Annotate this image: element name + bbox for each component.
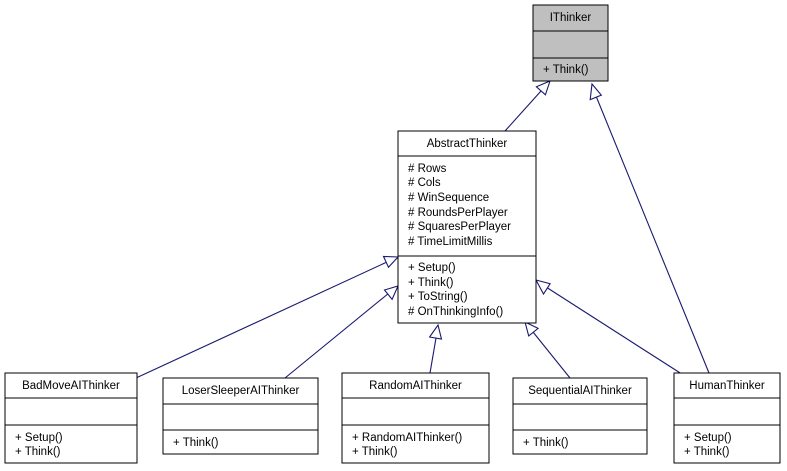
edge-humanthinker-to-ithinker <box>595 95 710 374</box>
class-box-humanthinker[interactable]: HumanThinker + Setup() + Think() <box>673 372 781 464</box>
edge-sequentialaithinker-to-abstractthinker <box>532 331 571 379</box>
attribute-roundsperplayer: # RoundsPerPlayer <box>408 207 508 219</box>
class-box-randomaithinker[interactable]: RandomAIThinker + RandomAIThinker() + Th… <box>341 372 490 464</box>
method-think: + Think() <box>684 446 730 458</box>
inheritance-arrowhead <box>535 80 551 96</box>
method-setup: + Setup() <box>408 262 456 274</box>
inheritance-edges <box>135 80 710 379</box>
class-box-losersleeperaithinker[interactable]: LoserSleeperAIThinker + Think() <box>162 377 319 455</box>
edge-abstractthinker-to-ithinker <box>504 90 542 132</box>
inheritance-arrowhead <box>534 279 551 296</box>
class-name: BadMoveAIThinker <box>22 380 120 392</box>
class-box-sequentialaithinker[interactable]: SequentialAIThinker + Think() <box>512 377 648 455</box>
class-name: HumanThinker <box>689 380 765 392</box>
class-box-ithinker[interactable]: IThinker + Think() <box>532 4 609 82</box>
class-name: SequentialAIThinker <box>528 385 632 397</box>
attribute-squaresperplayer: # SquaresPerPlayer <box>408 221 511 233</box>
method-think: + Think() <box>15 446 61 458</box>
method-think: + Think() <box>173 437 219 449</box>
inheritance-arrowhead <box>589 82 603 101</box>
inheritance-arrowhead <box>382 255 400 269</box>
method-tostring: + ToString() <box>408 291 468 303</box>
class-name: LoserSleeperAIThinker <box>182 385 300 397</box>
attribute-winsequence: # WinSequence <box>408 192 489 204</box>
edge-losersleeperaithinker-to-abstractthinker <box>284 292 390 379</box>
class-name: AbstractThinker <box>427 138 508 150</box>
class-box-abstractthinker[interactable]: AbstractThinker # Rows # Cols # WinSeque… <box>397 130 537 324</box>
class-name: IThinker <box>550 12 592 24</box>
inheritance-arrowhead <box>428 323 443 340</box>
attribute-cols: # Cols <box>408 177 441 189</box>
method-think: + Think() <box>352 446 398 458</box>
edge-randomaithinker-to-abstractthinker <box>429 337 437 374</box>
method-setup: + Setup() <box>15 432 63 444</box>
attribute-timelimitmillis: # TimeLimitMillis <box>408 236 493 248</box>
method-think: + Think() <box>523 437 569 449</box>
inheritance-arrowhead <box>383 285 399 301</box>
method-setup: + Setup() <box>684 432 732 444</box>
method-onthinkinginfo: # OnThinkingInfo() <box>408 306 503 318</box>
edge-badmoveaithinker-to-abstractthinker <box>135 261 388 379</box>
inheritance-arrowhead <box>524 320 540 337</box>
method-think: + Think() <box>543 64 589 76</box>
class-box-badmoveaithinker[interactable]: BadMoveAIThinker + Setup() + Think() <box>4 372 138 464</box>
method-randomaithinker: + RandomAIThinker() <box>352 432 462 444</box>
method-think: + Think() <box>408 277 454 289</box>
class-name: RandomAIThinker <box>369 380 462 392</box>
attribute-rows: # Rows <box>408 163 447 175</box>
edge-humanthinker-to-abstractthinker <box>545 286 689 379</box>
